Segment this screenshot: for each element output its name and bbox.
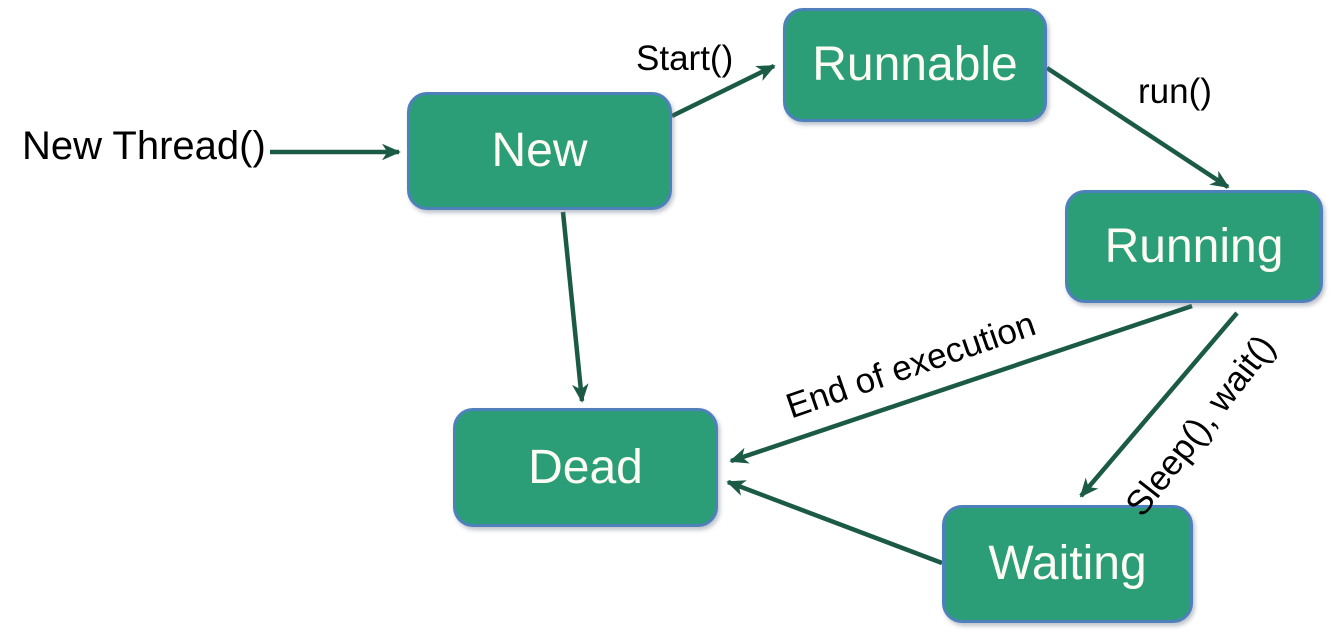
entry-label-new-thread: New Thread() — [22, 124, 266, 168]
state-node-dead-label: Dead — [528, 440, 643, 494]
state-node-new: New — [407, 92, 672, 210]
state-node-waiting: Waiting — [942, 505, 1193, 623]
state-node-dead: Dead — [453, 408, 718, 527]
edge-new-to-dead — [560, 211, 589, 403]
state-node-running: Running — [1065, 190, 1323, 303]
state-node-runnable: Runnable — [783, 8, 1047, 122]
edge-label-run: run() — [1138, 72, 1212, 111]
state-node-runnable-label: Runnable — [812, 38, 1018, 91]
edge-label-end-of-execution: End of execution — [781, 304, 1041, 427]
state-node-running-label: Running — [1104, 219, 1284, 273]
edge-label-sleep-wait: Sleep(), wait() — [1117, 327, 1283, 524]
state-node-waiting-label: Waiting — [988, 537, 1147, 590]
edge-waiting-to-dead — [726, 479, 943, 566]
state-node-new-label: New — [491, 124, 588, 177]
edge-label-start: Start() — [636, 39, 734, 78]
